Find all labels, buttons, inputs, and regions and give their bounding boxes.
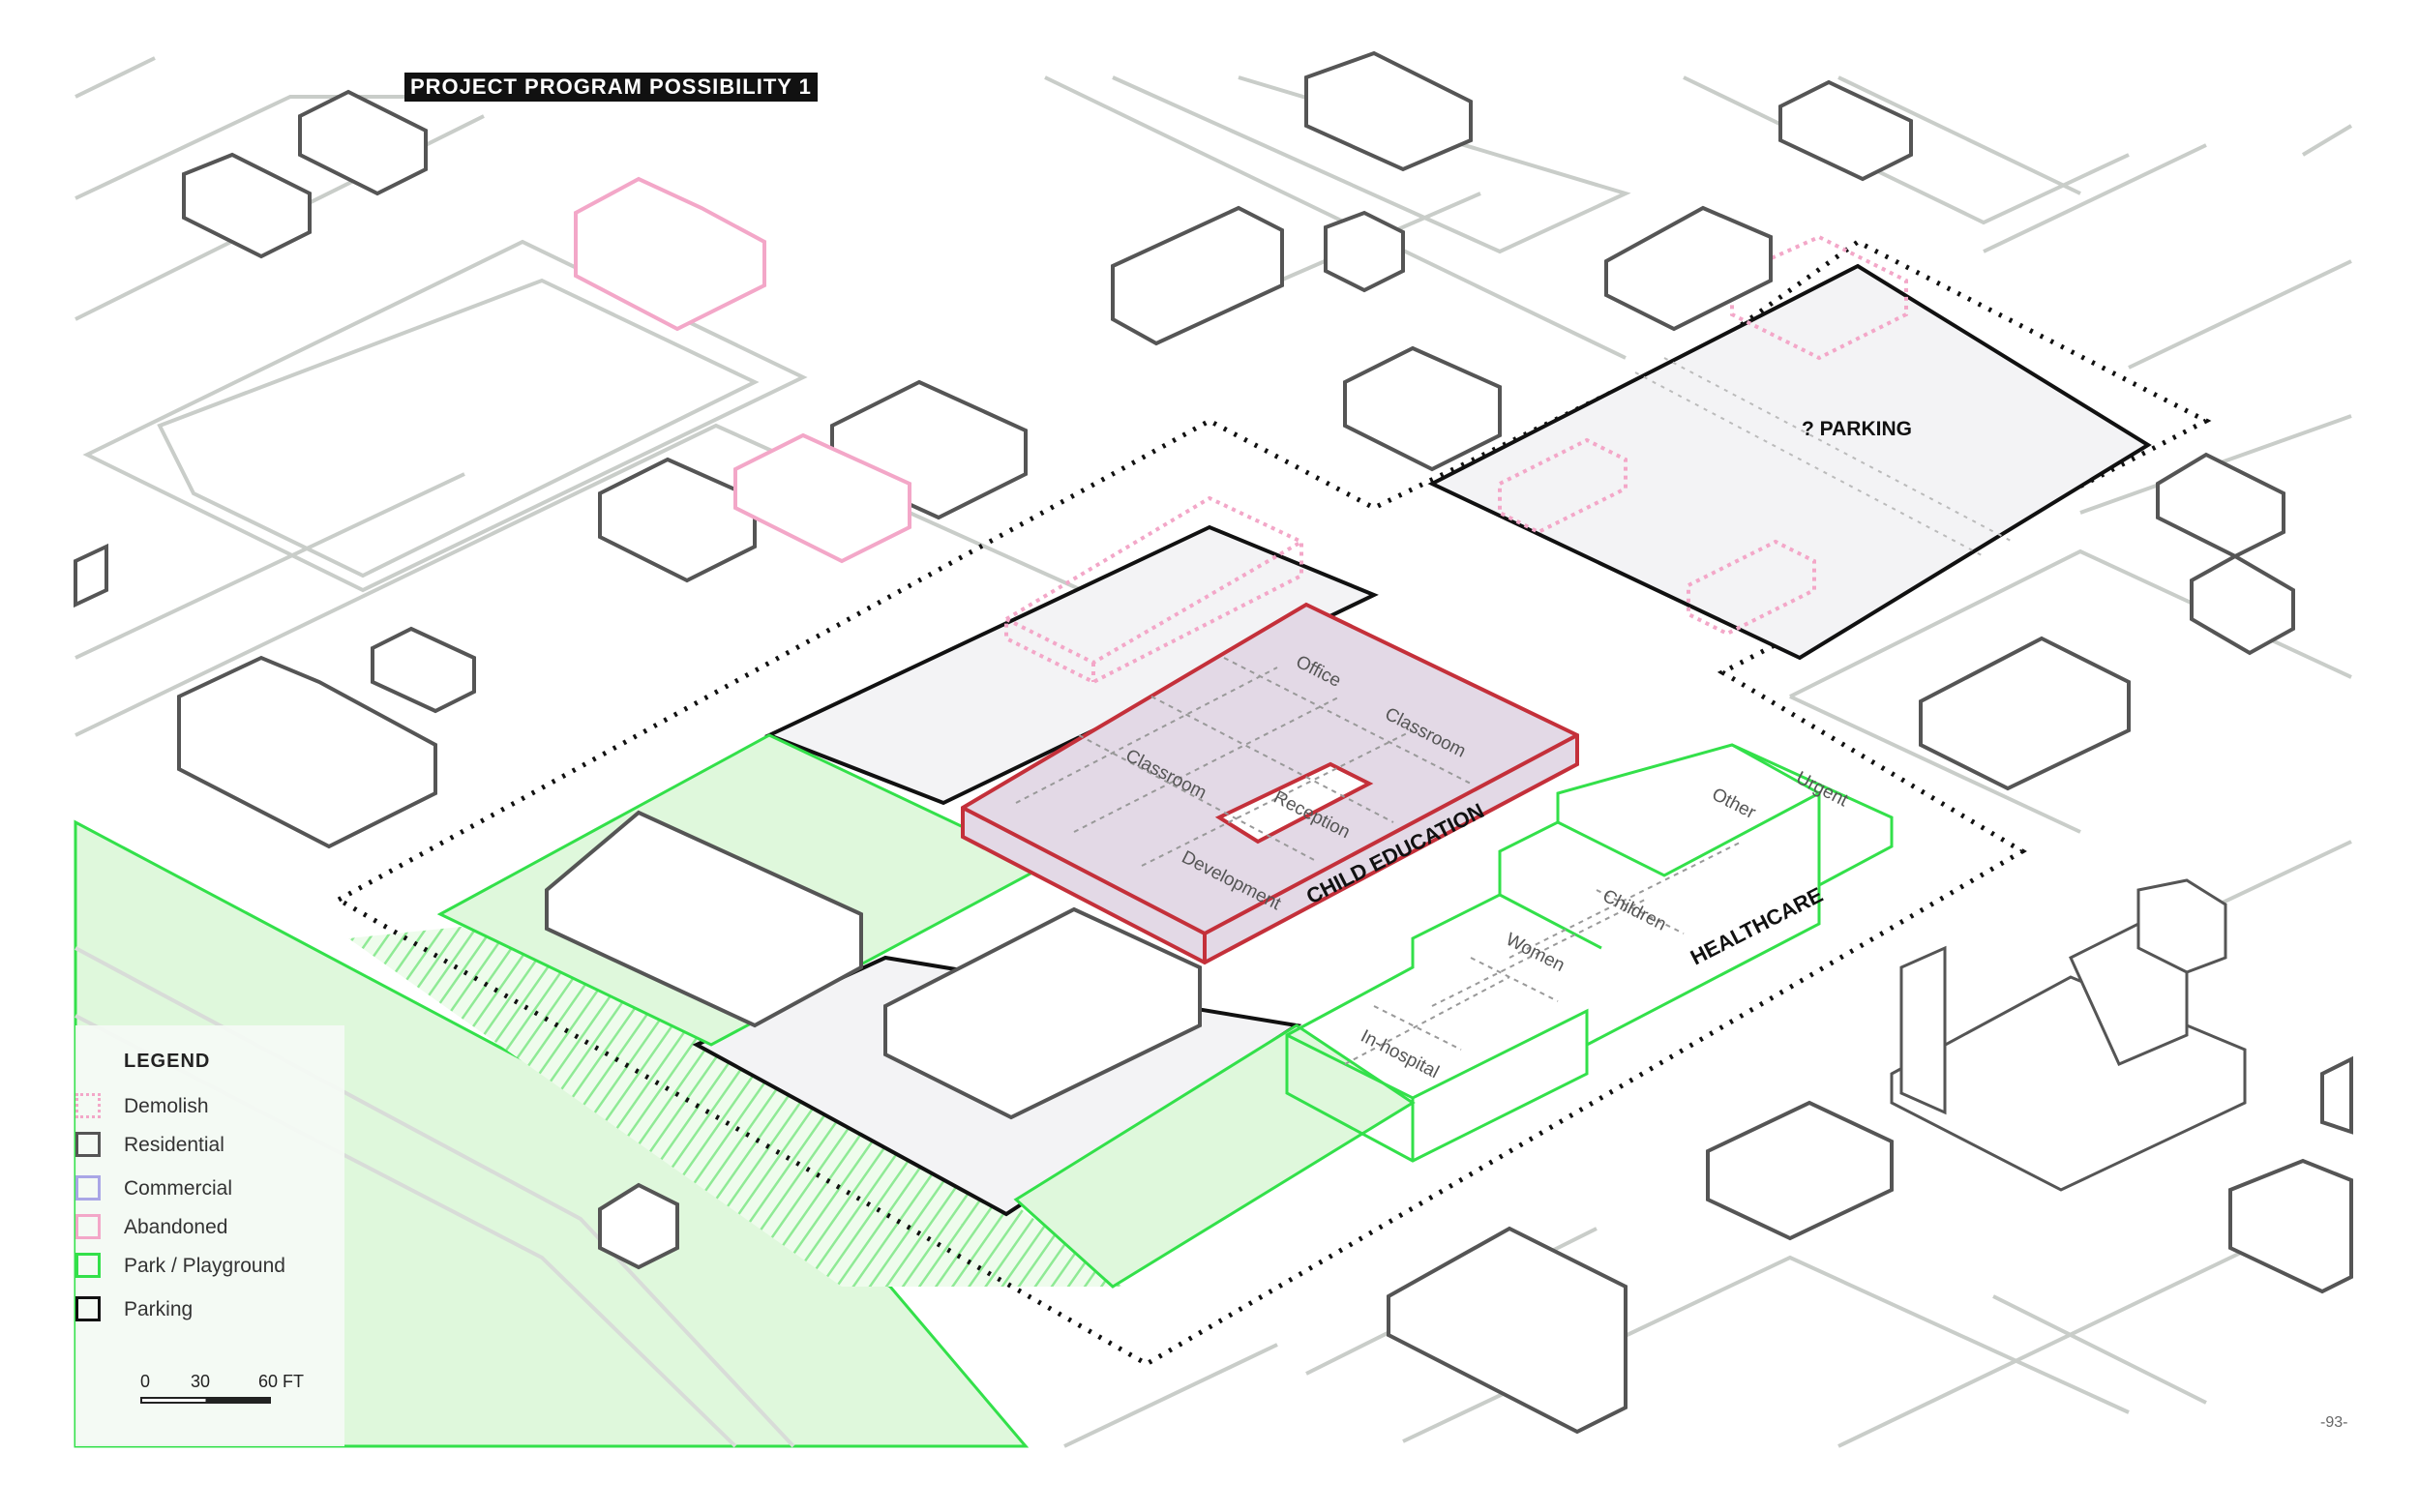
legend-item: Park / Playground [75, 1253, 327, 1282]
page-number: -93- [2320, 1414, 2348, 1431]
scale-tick-60: 60 FT [258, 1372, 305, 1391]
room-women: Women [1503, 930, 1568, 976]
legend-label: Parking [124, 1298, 194, 1320]
scale-tick-0: 0 [140, 1372, 151, 1391]
legend-swatch [75, 1214, 101, 1239]
legend-label: Demolish [124, 1095, 209, 1117]
legend-swatch [75, 1296, 101, 1321]
legend-swatch [75, 1132, 101, 1157]
legend-label: Residential [124, 1134, 224, 1156]
legend-item: Residential [75, 1132, 327, 1161]
legend-label: Abandoned [124, 1216, 228, 1238]
child-education-block [961, 602, 1579, 965]
legend-swatch [75, 1093, 101, 1118]
legend-item: Parking [75, 1296, 327, 1325]
demolish-buildings [1004, 234, 1908, 685]
scale-bar-line [140, 1397, 271, 1404]
scale-tick-30: 30 [191, 1372, 211, 1391]
legend-item: Abandoned [75, 1214, 327, 1243]
legend-label: Commercial [124, 1177, 233, 1200]
room-other: Other [1709, 785, 1759, 824]
legend-title: LEGEND [124, 1051, 211, 1072]
legend-swatch [75, 1175, 101, 1201]
residential-buildings [74, 50, 2353, 1435]
legend-item: Commercial [75, 1175, 327, 1204]
abandoned-buildings [574, 176, 911, 564]
site-boundary-dotted [333, 239, 2212, 1367]
room-urgent: Urgent [1793, 768, 1852, 812]
room-children: Children [1599, 886, 1670, 935]
healthcare-block [1285, 743, 1894, 1163]
legend-label: Park / Playground [124, 1255, 285, 1277]
scale-bar: 0 30 60 FT [140, 1372, 334, 1430]
legend-swatch [75, 1253, 101, 1278]
parking-label: ? PARKING [1802, 418, 1912, 440]
page-title: PROJECT PROGRAM POSSIBILITY 1 [404, 73, 818, 102]
church-complex [1890, 878, 2247, 1192]
parking-stripes [1634, 357, 2014, 557]
legend-item: Demolish [75, 1093, 327, 1122]
